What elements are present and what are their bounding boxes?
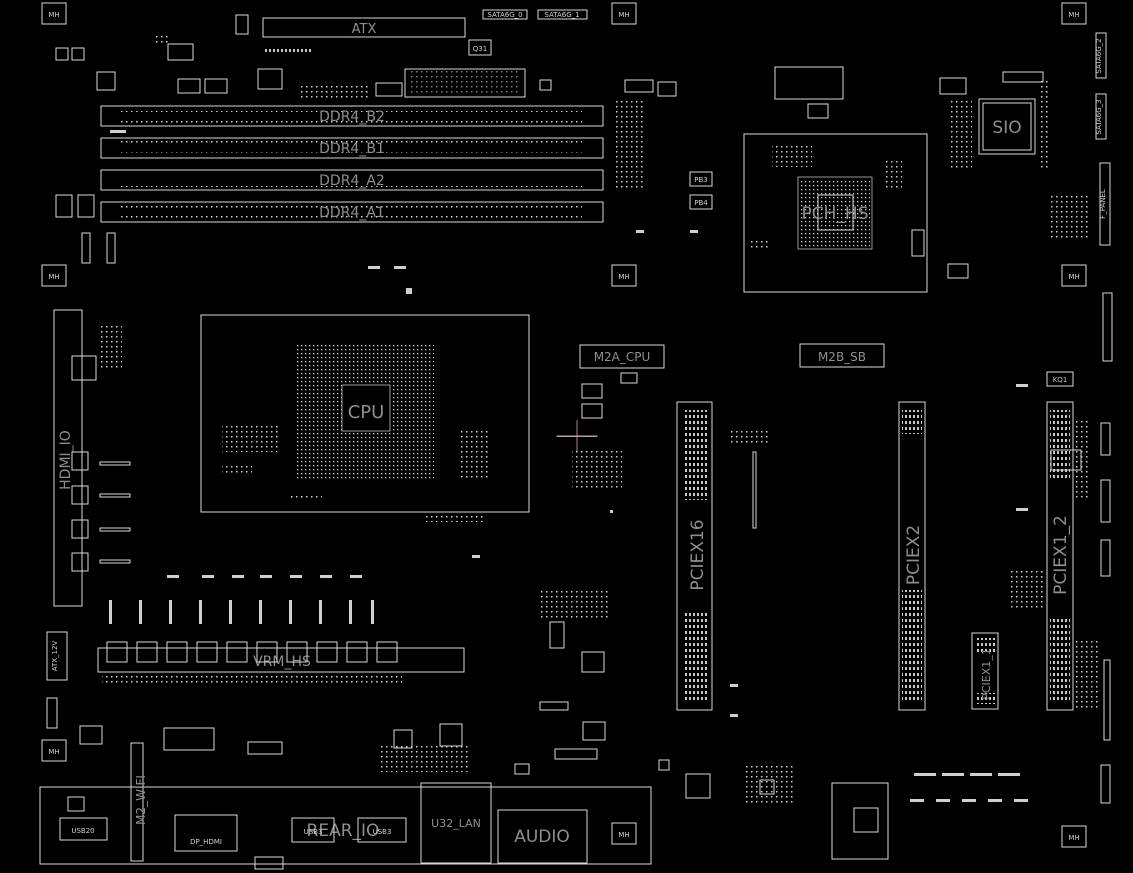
pcie-latch <box>752 451 757 529</box>
rear-io-shield: REAR_IO <box>39 786 652 865</box>
pciex1-2-slot: PCIEX1_2 <box>1046 401 1074 711</box>
mh-label: MH <box>48 748 59 756</box>
component-cluster-pattern <box>98 34 1099 805</box>
audio-jack: AUDIO <box>497 809 588 864</box>
ddr4-b2-label: DDR4_B2 <box>319 109 385 125</box>
dp-hdmi-label: DP_HDMI <box>190 838 222 846</box>
m2-wifi-slot: M2_WIFI <box>130 742 148 862</box>
pb3-label: PB3 <box>694 176 707 184</box>
pch-hs-label: PCH_HS <box>802 204 869 224</box>
sata6g-3-label: SATA6G_3 <box>1095 99 1103 134</box>
small-chip <box>79 725 103 745</box>
mh-label: MH <box>48 11 59 19</box>
mh-label: MH <box>48 273 59 281</box>
small-header <box>46 697 58 729</box>
kq1-label: KQ1 <box>1053 376 1068 384</box>
passive-components <box>110 130 1028 717</box>
cpu-label: CPU <box>348 402 385 423</box>
mh-label: MH <box>618 11 629 19</box>
mh-label: MH <box>618 831 629 839</box>
ddr4-a1-slot: DDR4_A1 <box>100 201 604 223</box>
pciex16-label: PCIEX16 <box>688 519 708 590</box>
atx-12v-connector: ATX_12V <box>46 631 68 681</box>
sata6g-0-connector: SATA6G_0 <box>482 9 528 20</box>
f-panel-label: F_PANEL <box>1099 189 1107 219</box>
dimm-area-components: PB3 PB4 <box>55 14 713 264</box>
sio-label: SIO <box>992 118 1021 138</box>
sata6g-1-connector: SATA6G_1 <box>537 9 588 20</box>
m2a-cpu-slot: M2A_CPU <box>579 344 665 369</box>
usb3-port-2: USB3 <box>357 817 407 843</box>
usb20-label: USB20 <box>71 827 94 835</box>
ddr4-a2-slot: DDR4_A2 <box>100 169 604 191</box>
atx12v-label: ATX_12V <box>51 641 59 672</box>
u32-lan-port: U32_LAN <box>420 782 492 864</box>
m2-area-components <box>549 372 638 673</box>
ddr4-b1-label: DDR4_B1 <box>319 141 385 157</box>
atx-label: ATX <box>352 22 377 37</box>
pciex16-slot: PCIEX16 <box>676 401 713 711</box>
mh-label: MH <box>1068 273 1079 281</box>
pciex2-label: PCIEX2 <box>904 525 924 585</box>
audio-label: AUDIO <box>514 827 570 847</box>
sata6g-1-label: SATA6G_1 <box>544 11 579 19</box>
bottom-right-components <box>658 759 1028 860</box>
q31-label: Q31 <box>473 45 487 53</box>
sio-chip: SIO <box>939 71 1044 155</box>
ddr4-b1-slot: DDR4_B1 <box>100 137 604 159</box>
mh-label: MH <box>1068 834 1079 842</box>
mh-label: MH <box>618 273 629 281</box>
mounting-hole-group: MH MH MH MH MH MH MH MH MH <box>41 2 1087 848</box>
ddr4-a1-label: DDR4_A1 <box>319 205 385 221</box>
left-io-column: HDMI_IO <box>53 309 131 607</box>
dp-hdmi-port: DP_HDMI <box>174 814 238 852</box>
cpu-socket: CPU <box>200 314 530 522</box>
m2b-sb-label: M2B_SB <box>818 350 866 364</box>
usb3-label: USB3 <box>373 828 392 836</box>
left-io-label: HDMI_IO <box>58 430 74 490</box>
usb20-port: USB20 <box>59 796 108 841</box>
pch-area-components <box>774 66 969 279</box>
usb3-port-1: USB3 <box>291 817 335 843</box>
pciex1-2-label: PCIEX1_2 <box>1051 515 1071 595</box>
pb4-label: PB4 <box>694 199 708 207</box>
ddr4-a2-label: DDR4_A2 <box>319 173 385 189</box>
right-edge-connectors: SATA6G_2 SATA6G_3 F_PANEL KQ1 <box>1046 32 1113 804</box>
u32-lan-label: U32_LAN <box>431 817 481 830</box>
pciex1-1-slot: PCIEX1_1 <box>971 632 999 710</box>
ddr4-b2-slot: DDR4_B2 <box>100 105 604 127</box>
rear-io-label: REAR_IO <box>307 821 380 841</box>
rear-io-components <box>163 701 606 870</box>
q31-component: Q31 <box>468 39 492 56</box>
m2-wifi-label: M2_WIFI <box>134 775 148 825</box>
vrm-heatsink: VRM_HS <box>97 600 465 673</box>
sata6g-0-label: SATA6G_0 <box>487 11 522 19</box>
pciex1-1-label: PCIEX1_1 <box>980 648 993 700</box>
m2a-cpu-label: M2A_CPU <box>594 350 651 364</box>
pch-heatsink: PCH_HS <box>743 133 928 293</box>
usb3-label: USB3 <box>304 828 323 836</box>
mh-label: MH <box>1068 11 1079 19</box>
pciex2-slot: PCIEX2 <box>898 401 926 711</box>
m2b-sb-slot: M2B_SB <box>799 343 885 368</box>
vrm-label: VRM_HS <box>253 654 311 670</box>
sata6g-2-label: SATA6G_2 <box>1095 38 1103 73</box>
